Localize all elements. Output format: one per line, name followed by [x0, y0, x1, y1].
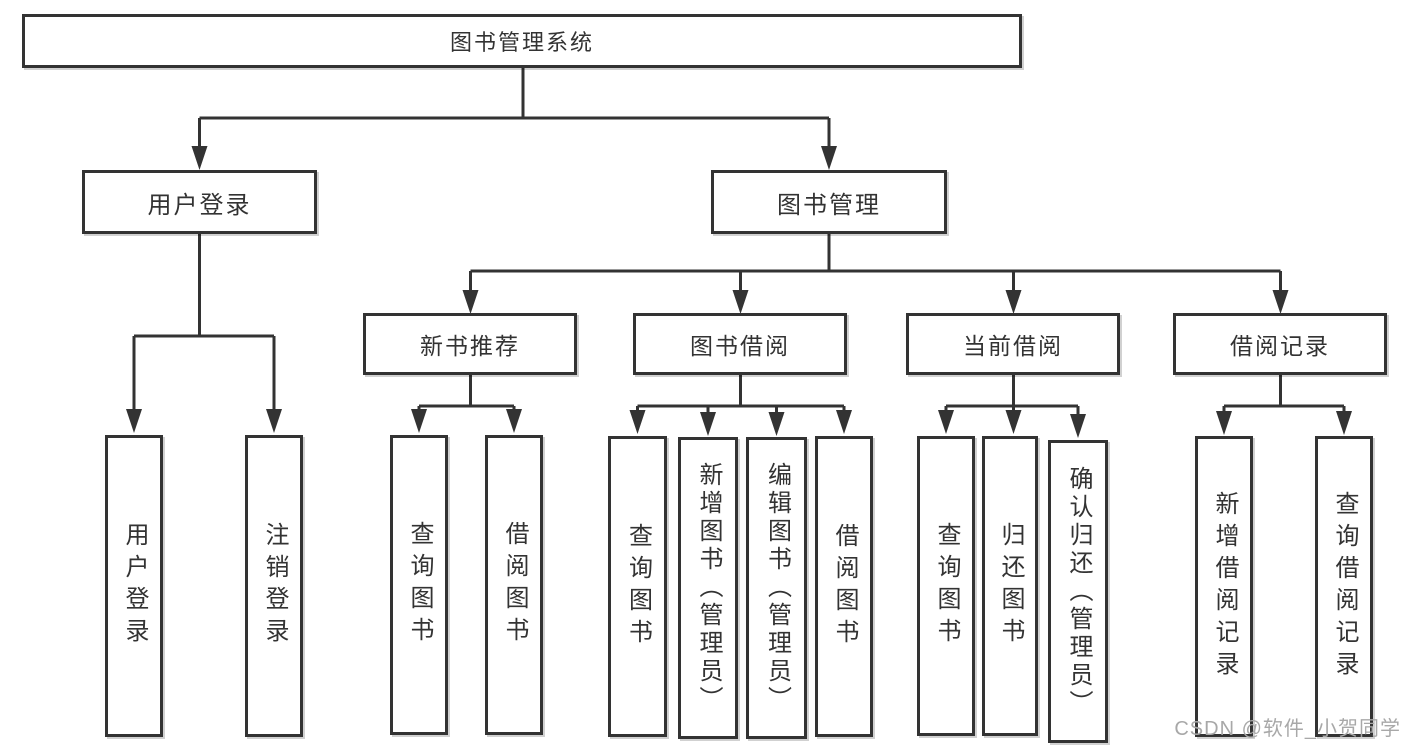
node-borrow-books-2: 借阅图书: [815, 436, 873, 737]
arrowhead-icon: [938, 410, 954, 434]
arrowhead-icon: [768, 412, 785, 436]
arrowhead-icon: [1216, 411, 1232, 435]
arrowhead-icon: [1070, 414, 1086, 438]
arrowhead-icon: [462, 290, 479, 314]
node-library-management-system: 图书管理系统: [22, 14, 1022, 68]
node-borrow-records: 借阅记录: [1173, 313, 1387, 375]
node-book-borrowing: 图书借阅: [633, 313, 847, 375]
node-book-management: 图书管理: [711, 170, 947, 234]
arrowhead-icon: [1336, 411, 1352, 435]
arrowhead-icon: [836, 410, 852, 434]
node-borrow-books-1: 借阅图书: [485, 435, 543, 735]
arrowhead-icon: [821, 146, 837, 170]
node-query-books-2: 查询图书: [608, 436, 667, 737]
arrowhead-icon: [1272, 290, 1289, 314]
node-query-borrow-record: 查询借阅记录: [1315, 436, 1373, 737]
node-logout-action: 注销登录: [245, 435, 303, 737]
arrowhead-icon: [191, 146, 208, 170]
node-user-login: 用户登录: [82, 170, 317, 234]
arrowhead-icon: [126, 409, 142, 433]
arrowhead-icon: [629, 410, 646, 434]
node-query-books-1: 查询图书: [390, 435, 448, 735]
arrowhead-icon: [411, 409, 427, 433]
node-new-book-recommendation: 新书推荐: [363, 313, 577, 375]
node-add-book-admin: 新增图书（管理员）: [678, 437, 738, 739]
arrowhead-icon: [506, 409, 522, 433]
arrowhead-icon: [732, 290, 749, 314]
arrowhead-icon: [266, 409, 282, 433]
csdn-watermark: CSDN @软件_小贺同学: [1174, 718, 1401, 740]
node-confirm-return-admin: 确认归还（管理员）: [1048, 440, 1108, 743]
node-query-books-3: 查询图书: [917, 436, 975, 736]
arrowhead-icon: [1005, 410, 1022, 434]
node-edit-book-admin: 编辑图书（管理员）: [746, 437, 807, 739]
node-return-books: 归还图书: [982, 436, 1038, 736]
node-current-borrowing: 当前借阅: [906, 313, 1120, 375]
arrowhead-icon: [700, 412, 716, 436]
connector-path: [132, 68, 1346, 418]
arrowhead-icon: [1005, 290, 1022, 314]
node-user-login-action: 用户登录: [105, 435, 163, 737]
node-add-borrow-record: 新增借阅记录: [1195, 436, 1253, 737]
